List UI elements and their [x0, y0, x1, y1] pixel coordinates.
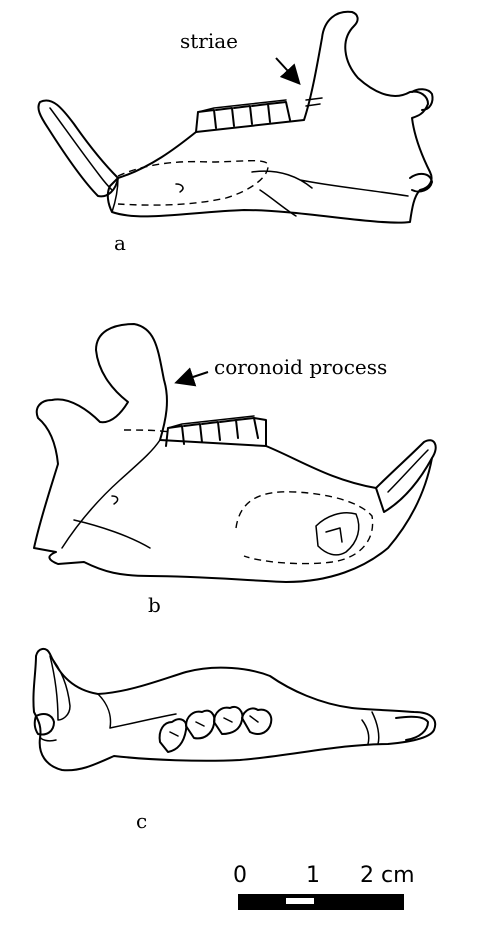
scale-bar-outer [238, 894, 404, 910]
jaw-drawing-c [33, 649, 435, 770]
panel-label-b: b [148, 593, 161, 617]
panel-label-a: a [114, 231, 126, 255]
striae-arrow [276, 58, 298, 82]
scale-tick-2: 2 cm [360, 863, 415, 888]
coronoid-process-label: coronoid process [214, 355, 387, 379]
striae-label: striae [180, 29, 238, 53]
scale-bar: 0 1 2 cm [233, 863, 415, 910]
scale-tick-0: 0 [233, 863, 247, 888]
coronoid-process-arrow [178, 372, 208, 382]
panel-label-c: c [136, 809, 147, 833]
scale-tick-1: 1 [306, 863, 320, 888]
scale-bar-segment [286, 898, 314, 904]
